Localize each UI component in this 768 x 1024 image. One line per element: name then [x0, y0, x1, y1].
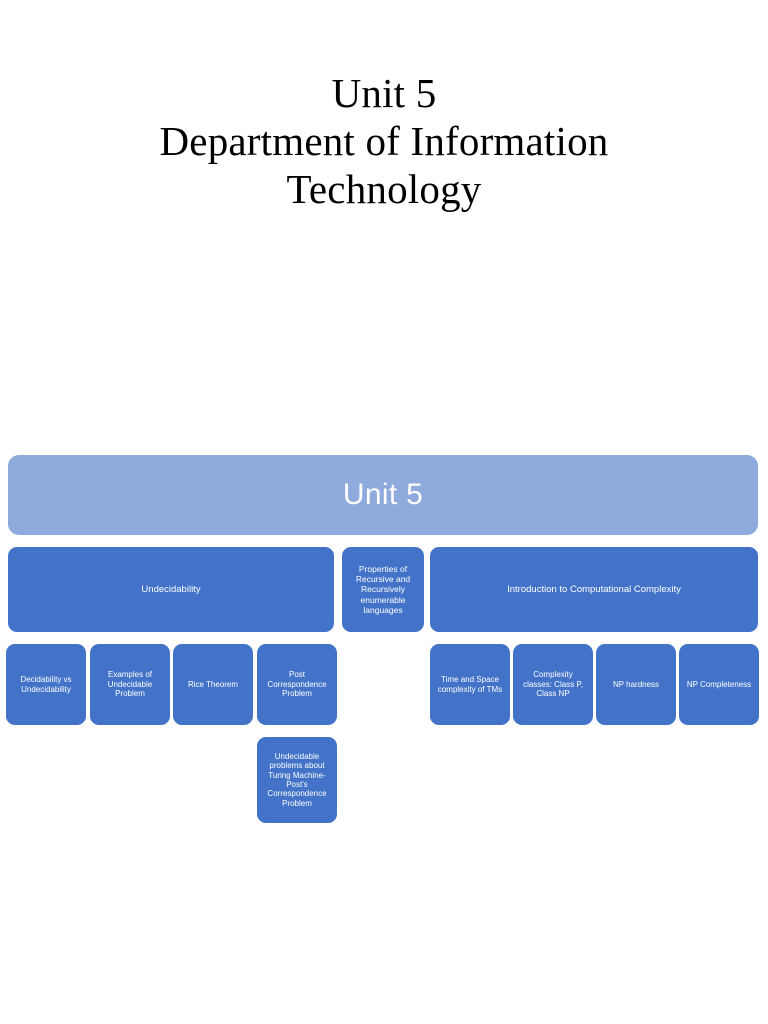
- diagram-node-examples-undecidable-problem[interactable]: Examples of Undecidable Problem: [90, 644, 170, 725]
- diagram-node-intro-computational-complexity-label: Introduction to Computational Complexity: [507, 583, 681, 595]
- diagram-node-rice-theorem[interactable]: Rice Theorem: [173, 644, 253, 725]
- diagram-node-complexity-classes-label: Complexity classes: Class P, Class NP: [523, 670, 583, 699]
- diagram-node-np-hardness[interactable]: NP hardness: [596, 644, 676, 725]
- diagram-node-time-space-complexity-label: Time and Space complexity of TMs: [437, 675, 503, 694]
- diagram-node-np-hardness-label: NP hardness: [612, 679, 660, 689]
- diagram-node-intro-computational-complexity[interactable]: Introduction to Computational Complexity: [430, 547, 758, 632]
- diagram-node-np-completeness-label: NP Completeness: [686, 679, 752, 689]
- diagram-node-properties-recursive-label: Properties of Recursive and Recursively …: [355, 564, 411, 615]
- diagram-node-undecidability-label: Undecidability: [141, 583, 201, 595]
- diagram-node-properties-recursive[interactable]: Properties of Recursive and Recursively …: [342, 547, 424, 632]
- diagram-node-examples-undecidable-problem-label: Examples of Undecidable Problem: [107, 670, 153, 699]
- diagram-node-complexity-classes[interactable]: Complexity classes: Class P, Class NP: [513, 644, 593, 725]
- diagram-node-decidability-vs-undecidability[interactable]: Decidability vs Undecidability: [6, 644, 86, 725]
- diagram-node-post-correspondence-problem-label: Post Correspondence Problem: [267, 670, 327, 699]
- diagram-node-time-space-complexity[interactable]: Time and Space complexity of TMs: [430, 644, 510, 725]
- page-title: Unit 5 Department of Information Technol…: [0, 70, 768, 214]
- diagram-node-rice-theorem-label: Rice Theorem: [187, 679, 239, 689]
- page-title-line-2: Department of Information: [159, 117, 609, 164]
- diagram-node-np-completeness[interactable]: NP Completeness: [679, 644, 759, 725]
- page-title-line-1: Unit 5: [331, 70, 437, 116]
- diagram-node-undecidable-problems-tm-pcp-label: Undecidable problems about Turing Machin…: [267, 751, 327, 808]
- diagram-node-decidability-vs-undecidability-label: Decidability vs Undecidability: [20, 675, 72, 694]
- diagram-node-undecidable-problems-tm-pcp[interactable]: Undecidable problems about Turing Machin…: [257, 737, 337, 823]
- diagram-banner-label: Unit 5: [342, 478, 424, 512]
- diagram-node-undecidability[interactable]: Undecidability: [8, 547, 334, 632]
- page-title-line-3: Technology: [286, 165, 482, 212]
- diagram-banner-unit-5[interactable]: Unit 5: [8, 455, 758, 535]
- diagram-node-post-correspondence-problem[interactable]: Post Correspondence Problem: [257, 644, 337, 725]
